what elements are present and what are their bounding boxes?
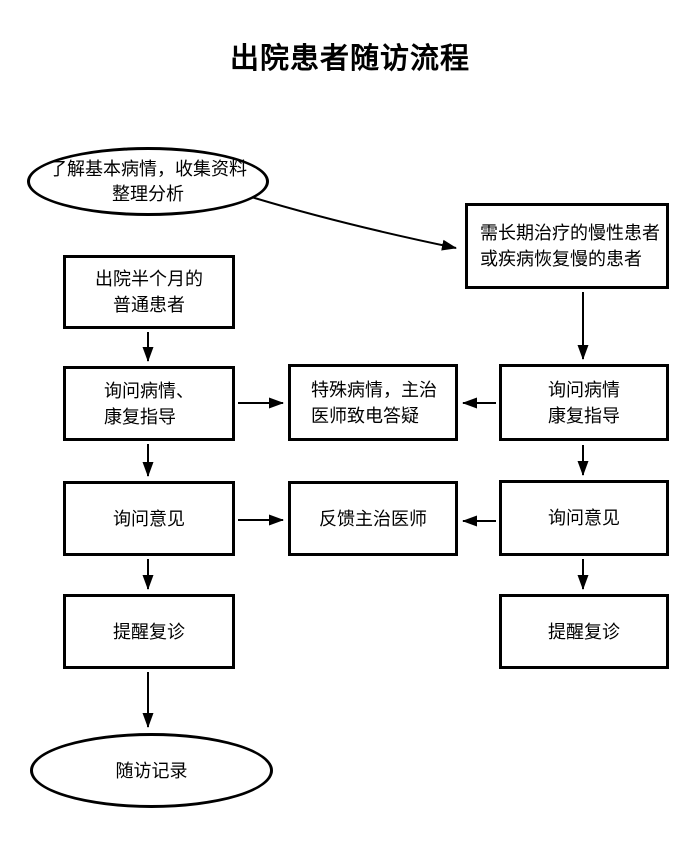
node-right-remind: 提醒复诊 (499, 594, 669, 669)
node-normal-line2: 普通患者 (113, 295, 185, 315)
diagram-title: 出院患者随访流程 (229, 43, 470, 75)
node-start-line1: 了解基本病情，收集资料 (49, 158, 247, 179)
node-record-label: 随访记录 (115, 760, 188, 781)
node-left-opinion: 询问意见 (63, 481, 235, 556)
node-chronic-line1: 需长期治疗的慢性患者 (480, 223, 660, 243)
node-right-opinion: 询问意见 (499, 480, 669, 556)
node-left-inquiry-line2: 康复指导 (104, 406, 176, 427)
arrow-start-to-chronic (247, 195, 457, 251)
node-special-condition: 特殊病情，主治 医师致电答疑 (288, 364, 458, 441)
node-feedback: 反馈主治医师 (288, 481, 458, 556)
node-left-remind-label: 提醒复诊 (113, 621, 185, 642)
node-left-opinion-label: 询问意见 (113, 508, 185, 529)
node-right-inquiry: 询问病情 康复指导 (499, 364, 669, 441)
node-record-ellipse: 随访记录 (30, 733, 273, 808)
node-right-remind-label: 提醒复诊 (548, 621, 620, 642)
node-left-inquiry-line1: 询问病情、 (104, 380, 194, 401)
node-right-inquiry-line1: 询问病情 (548, 379, 620, 400)
node-right-opinion-label: 询问意见 (548, 508, 620, 528)
node-special-line2: 医师致电答疑 (311, 405, 419, 426)
node-left-inquiry: 询问病情、 康复指导 (63, 366, 235, 441)
node-chronic-line2: 或疾病恢复慢的患者 (480, 249, 642, 269)
node-normal-line1: 出院半个月的 (95, 269, 203, 289)
node-normal-patients: 出院半个月的 普通患者 (63, 255, 235, 329)
node-right-inquiry-line2: 康复指导 (548, 405, 620, 426)
node-start-line2: 整理分析 (112, 183, 184, 204)
node-chronic-patients: 需长期治疗的慢性患者 或疾病恢复慢的患者 (465, 203, 669, 289)
node-start-ellipse: 了解基本病情，收集资料 整理分析 (27, 147, 269, 216)
node-left-remind: 提醒复诊 (63, 594, 235, 669)
node-feedback-label: 反馈主治医师 (319, 508, 427, 529)
node-special-line1: 特殊病情，主治 (311, 379, 437, 400)
